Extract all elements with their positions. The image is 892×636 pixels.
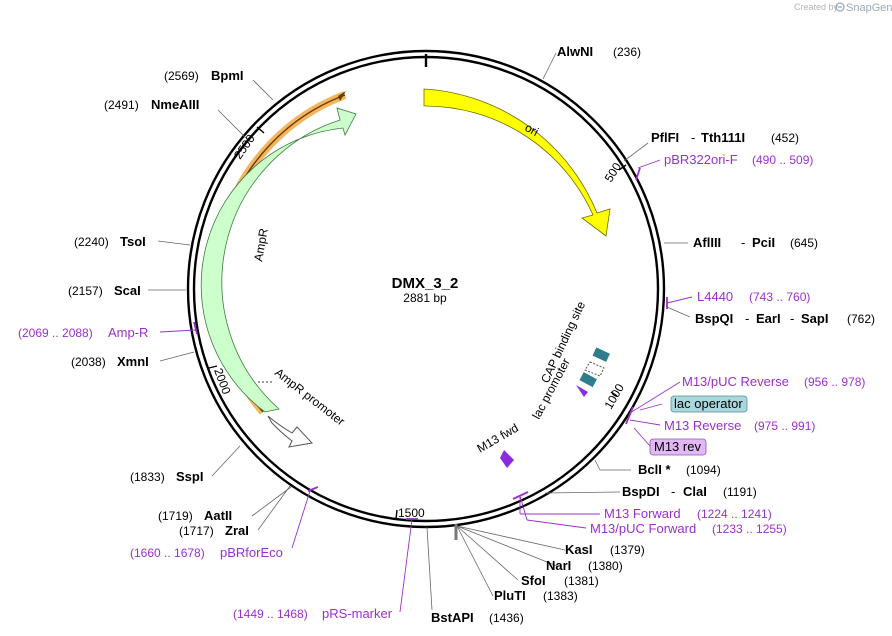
bspqi-sep1: - <box>745 311 749 326</box>
plasmid-name: DMX_3_2 <box>392 275 459 292</box>
bstapi-pos: (1436) <box>489 611 524 625</box>
bspqi-sep2: - <box>790 311 794 326</box>
m13puc-rev-range: (956 .. 978) <box>804 375 865 389</box>
sfoi-pos: (1381) <box>564 574 599 588</box>
lac-promoter-shape <box>584 361 605 377</box>
bcli-name: BclI * <box>638 462 671 477</box>
bspdi-sep: - <box>671 484 675 499</box>
eari-name: EarI <box>756 311 781 326</box>
bcli-pos: (1094) <box>686 463 721 477</box>
afliii-sep: - <box>741 235 745 250</box>
pluti-pos: (1383) <box>543 589 578 603</box>
pcii-name: PciI <box>752 235 775 250</box>
sspi-pos: (1833) <box>130 470 165 484</box>
xmni-pos: (2038) <box>71 355 106 369</box>
bpmi-pos: (2569) <box>164 69 199 83</box>
bspdi-pos: (1191) <box>723 485 757 499</box>
pbr322ori-range: (490 .. 509) <box>752 153 813 167</box>
kasi-pos: (1379) <box>610 543 645 557</box>
m13puc-fwd-name: M13/pUC Forward <box>590 521 696 536</box>
pluti-name: PluTI <box>494 588 526 603</box>
m13puc-fwd-range: (1233 .. 1255) <box>712 522 787 536</box>
prs-marker-range: (1449 .. 1468) <box>233 607 308 621</box>
bspqi-name: BspQI <box>695 311 733 326</box>
leader-lines-right <box>426 52 691 611</box>
lac-arrow-icon <box>576 385 588 397</box>
m13puc-rev-name: M13/pUC Reverse <box>682 374 789 389</box>
lac-operator-label: lac operator <box>674 396 743 411</box>
m13-rev-name: M13 Reverse <box>664 418 741 433</box>
alwni-name: AlwNI <box>557 44 593 59</box>
l4440-name: L4440 <box>697 289 733 304</box>
scai-pos: (2157) <box>68 284 103 298</box>
bspqi-pos: (762) <box>847 312 875 326</box>
pflfi-pos: (452) <box>771 131 799 145</box>
m13rev-label: M13 rev <box>654 439 701 454</box>
sfoi-name: SfoI <box>521 573 546 588</box>
tsoi-pos: (2240) <box>74 235 109 249</box>
ori-label: ori <box>523 120 541 139</box>
nari-pos: (1380) <box>588 559 623 573</box>
pbr322ori-name: pBR322ori-F <box>664 152 738 167</box>
sspi-name: SspI <box>176 469 203 484</box>
pbrforeco-name: pBRforEco <box>220 545 283 560</box>
m13rev-badge <box>649 438 707 456</box>
m13fwd-label: M13 fwd <box>475 421 521 456</box>
nari-name: NarI <box>546 558 571 573</box>
bpmi-name: BpmI <box>211 68 244 83</box>
sapi-name: SapI <box>801 311 828 326</box>
aatii-pos: (1719) <box>158 509 193 523</box>
ori-arrow <box>423 88 611 237</box>
xmni-name: XmnI <box>117 354 149 369</box>
lac-operator-badge <box>670 395 748 413</box>
bstapi-name: BstAPI <box>431 610 474 625</box>
ampr-arrow <box>200 107 357 413</box>
clai-name: ClaI <box>683 484 707 499</box>
primer-leaders <box>159 159 693 613</box>
lac-operator-box <box>579 372 597 388</box>
tth111i-name: Tth111I <box>701 130 745 145</box>
nmeaiii-name: NmeAIII <box>151 97 199 112</box>
prs-marker-name: pRS-marker <box>322 606 393 621</box>
alwni-pos: (236) <box>613 45 641 59</box>
afliii-pos: (645) <box>790 236 818 250</box>
tick-1000: 1000 <box>601 381 627 411</box>
leader-lines-left <box>148 79 292 531</box>
pflfi-sep: - <box>691 130 695 145</box>
plasmid-length: 2881 bp <box>403 291 447 305</box>
m13-fwd-range: (1224 .. 1241) <box>697 507 772 521</box>
cap-site-box <box>592 347 610 362</box>
amp-r-range: (2069 .. 2088) <box>18 326 93 340</box>
backbone-outer <box>186 49 666 529</box>
m13-rev-range: (975 .. 991) <box>754 419 815 433</box>
amp-r-name: Amp-R <box>108 325 148 340</box>
zrai-pos: (1717) <box>179 524 214 538</box>
m13-fwd-arrow-icon <box>500 450 514 468</box>
snapgene-logo-icon <box>835 2 845 12</box>
tick-1500: 1500 <box>398 506 425 520</box>
tsoi-name: TsoI <box>120 234 146 249</box>
l4440-range: (743 .. 760) <box>749 290 810 304</box>
tick-marks <box>208 126 627 520</box>
kasi-name: KasI <box>565 542 592 557</box>
zrai-name: ZraI <box>225 523 249 538</box>
brand-text: SnapGene <box>846 2 892 14</box>
pflfi-name: PflFI <box>651 130 679 145</box>
ampr-promoter-label: AmpR promoter <box>272 365 347 428</box>
bspdi-name: BspDI <box>622 484 660 499</box>
m13-fwd-name: M13 Forward <box>604 506 681 521</box>
ampr-promoter-arrow <box>267 415 313 448</box>
aatii-name: AatII <box>204 508 232 523</box>
pbrforeco-range: (1660 .. 1678) <box>130 546 205 560</box>
nmeaiii-pos: (2491) <box>104 98 139 112</box>
scai-name: ScaI <box>114 283 141 298</box>
afliii-name: AflIII <box>693 235 721 250</box>
credit-text: Created by <box>794 2 839 12</box>
ampr-label: AmpR <box>251 227 271 263</box>
